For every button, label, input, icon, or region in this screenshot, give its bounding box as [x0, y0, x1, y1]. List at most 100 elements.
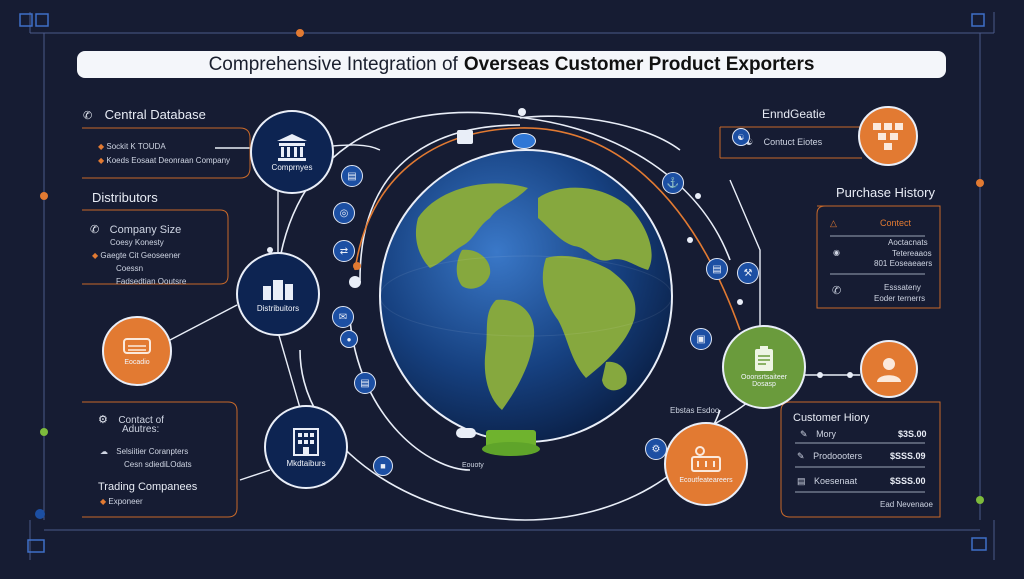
phone-icon: ✆ — [83, 110, 93, 122]
central-database-heading: Central Database — [104, 107, 206, 122]
node-orange-left-label: Eocadio — [124, 358, 150, 366]
node-green-label-2: Dosasp — [752, 381, 776, 388]
orbit-dot — [737, 299, 743, 305]
purchase-line-2: Tetereaaos — [892, 249, 932, 258]
frame-dot — [40, 428, 48, 436]
pencil-icon: ✎ — [800, 429, 808, 439]
cloud-icon: ☁ — [100, 447, 108, 456]
distributors-sub-row: ✆ Company Size — [90, 220, 181, 238]
contact-sub: Adutres: — [122, 424, 160, 435]
node-orange-left[interactable]: Eocadio — [102, 316, 172, 386]
tag-icon: ◆ — [100, 497, 107, 506]
mini-node-ship[interactable]: ⚓ — [662, 172, 684, 194]
mini-node-location[interactable]: ◎ — [333, 202, 355, 224]
distributors-heading: Distributors — [92, 190, 158, 205]
globe-label-1: Ebstas Esdoo — [670, 406, 720, 415]
contact-line-2: Cesn sdiediLOdats — [124, 460, 192, 469]
customer-footer: Ead Nevenaoe — [880, 500, 933, 509]
distributors-sub: Company Size — [109, 224, 182, 236]
customer-price-3: $SSS.00 — [890, 476, 926, 486]
customer-price-2: $SSS.09 — [890, 451, 926, 461]
mini-node-transfer[interactable]: ⇄ — [333, 240, 355, 262]
mini-node-doc[interactable]: ▤ — [706, 258, 728, 280]
trade-icon — [691, 445, 721, 472]
purchase-line-4: Esssateny — [884, 283, 921, 292]
mini-node-mail[interactable]: ✉ — [332, 306, 354, 328]
purchase-line-3: 801 Eoseaeaers — [874, 259, 933, 268]
central-database-line-1: ◆ Sockit K TOUDA — [98, 142, 166, 151]
node-orange-top-right[interactable] — [858, 106, 918, 166]
node-green[interactable]: Ooonsrtsaiteer Dosasp — [722, 325, 806, 409]
title-part-2: Overseas Customer Product Exporters — [463, 53, 815, 75]
mini-node-cart[interactable]: ▣ — [690, 328, 712, 350]
distributors-line-3: Coessn — [116, 264, 144, 273]
phone-icon: ✆ — [90, 224, 100, 236]
contact-line-1: ☁ Selsiitier Coranpters — [100, 447, 189, 456]
trading-sub: ◆ Exponeer — [100, 497, 143, 506]
user-icon — [877, 358, 901, 382]
node-distributors-label: Distribuitors — [256, 303, 300, 313]
circuit-decor — [19, 13, 987, 553]
frame-dot — [40, 192, 48, 200]
title-bar: Comprehensive Integration of Overseas Cu… — [77, 51, 946, 78]
customer-row-1: ✎ Mory — [800, 429, 837, 439]
orbit-dot — [817, 372, 823, 378]
orbit-dot — [349, 276, 361, 288]
tag-icon: ◆ — [92, 251, 99, 260]
customer-row-3: ▤ Koesenaat — [797, 476, 858, 486]
tag-icon: ◆ — [98, 156, 105, 165]
chat-icon: ■ — [380, 461, 386, 471]
orbit-dot — [267, 247, 273, 253]
small-pill — [456, 428, 476, 438]
alert-icon: △ — [830, 218, 837, 228]
node-green-label-1: Ooonsrtsaiteer — [741, 374, 787, 381]
central-database-line-2: ◆ Koeds Eosaat Deonraan Company — [98, 156, 231, 165]
node-customer[interactable] — [860, 340, 918, 398]
ship-icon: ⚓ — [666, 177, 680, 189]
mini-node-settings[interactable]: ⚙ — [645, 438, 667, 460]
node-manufacturers[interactable]: Mkdtaiburs — [264, 405, 348, 489]
node-orange-bottom-label: Ecoutfeateareers — [679, 476, 733, 484]
people-icon: ☯ — [745, 137, 754, 147]
circle-icon: ● — [346, 334, 352, 344]
purchase-line-5: Eoder ternerrs — [874, 294, 926, 303]
node-distributors[interactable]: Distribuitors — [236, 252, 320, 336]
globe-label-2: Eouoty — [462, 462, 484, 469]
mini-node-tools[interactable]: ⚒ — [737, 262, 759, 284]
chart-icon: ▤ — [347, 170, 357, 182]
cloud-node-icon — [512, 133, 536, 149]
node-companies[interactable]: Comprnyes — [250, 110, 334, 194]
globe-stand — [482, 430, 540, 458]
transfer-icon: ⇄ — [339, 245, 349, 257]
node-orange-bottom[interactable]: Ecoutfeateareers — [664, 422, 748, 506]
orange-orbit — [354, 127, 741, 331]
mini-node-dot[interactable]: ● — [340, 330, 358, 348]
eye-icon: ◉ — [833, 248, 840, 257]
users-icon: ☯ — [737, 132, 745, 142]
document-icon: ▤ — [712, 263, 722, 275]
mini-node-analytics[interactable]: ▤ — [341, 165, 363, 187]
frame-dot — [35, 509, 45, 519]
clipboard-icon — [755, 346, 773, 371]
server-icon — [457, 130, 473, 144]
customer-price-1: $3S.00 — [898, 429, 927, 439]
title-part-1: Comprehensive Integration of — [208, 53, 458, 75]
contact-label-row: ☯ Contuct Eiotes — [745, 137, 823, 147]
distributors-line-2: ◆ Gaegte Cit Geoseener — [92, 251, 181, 260]
mini-node-card[interactable]: ▤ — [354, 372, 376, 394]
orbit-dot — [353, 262, 361, 270]
location-icon: ◎ — [339, 207, 349, 219]
frame-dot — [976, 496, 984, 504]
gear-icon: ⚙ — [98, 414, 108, 426]
top-right-heading: EnndGeatie — [762, 107, 826, 121]
central-database-header: ✆ Central Database — [83, 106, 206, 124]
mini-node-chat[interactable]: ■ — [373, 456, 393, 476]
mini-node-users[interactable]: ☯ — [732, 128, 750, 146]
phone-icon: ✆ — [832, 285, 842, 297]
globe — [379, 149, 673, 443]
boxes-icon — [263, 279, 293, 300]
tag-icon: ◆ — [98, 142, 105, 151]
frame-dot — [296, 29, 304, 37]
contact-heading-row: ⚙ Contact of — [98, 410, 164, 428]
truck-icon — [123, 337, 151, 354]
